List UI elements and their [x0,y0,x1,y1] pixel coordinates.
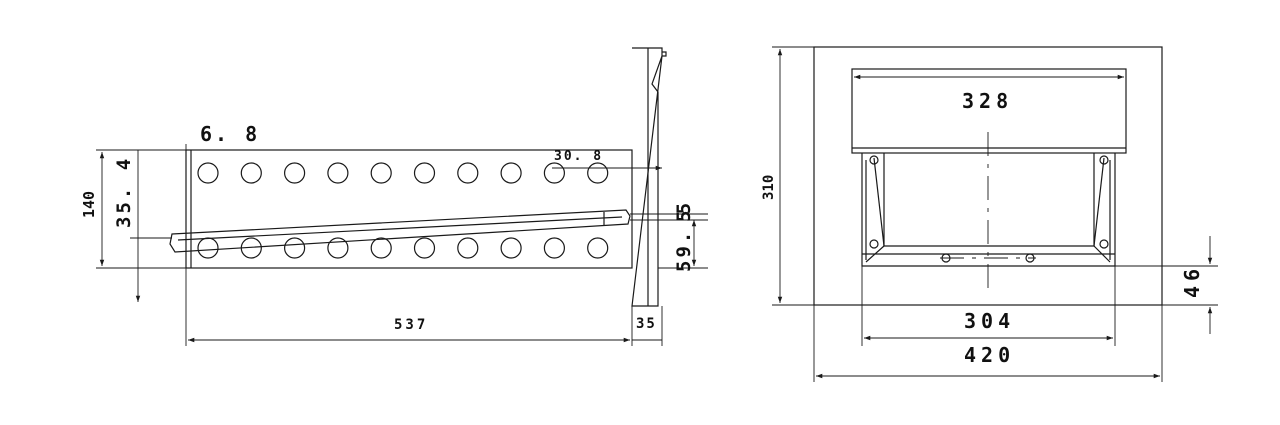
dim-6-8-label: 6. 8 [200,122,260,146]
hole [197,237,219,259]
front-frame-outer [861,153,1116,267]
front-top-panel [851,68,1127,154]
bolt [1099,155,1109,165]
bolt [1099,239,1109,249]
hole [500,237,522,259]
bolt [869,239,879,249]
hole [587,237,609,259]
hole [413,237,436,259]
dim-5-label: 5 [673,211,695,222]
dim-35-label: 35 [636,316,657,332]
front-brace-bottom-left [865,245,885,263]
side-plate-outline [185,149,633,269]
hole [370,162,392,184]
side-view-labels: 6. 8 30. 8 140 35. 4 5 59. 5 537 35 [80,122,695,333]
front-view [772,46,1218,382]
front-view-labels: 328 310 304 420 46 [761,89,1204,367]
dim-304-label: 304 [964,309,1015,333]
hole [240,237,262,259]
hole [413,162,436,184]
front-outer-box [813,46,1163,306]
hole [284,162,306,184]
diagonal-brace-inner [177,216,623,241]
hole [284,237,306,259]
front-brace-bottom-right [1093,245,1111,263]
dim-46-label: 46 [1180,264,1204,298]
dim-537-label: 537 [394,317,428,333]
bolt [869,155,879,165]
diagonal-brace [169,209,631,253]
mounting-upright [631,47,667,307]
hole [327,237,349,259]
bottom-hole-row [197,237,609,259]
hole [240,162,262,184]
dim-35-4-label: 35. 4 [113,156,135,228]
dim-140-label: 140 [80,191,98,218]
hole [543,162,566,184]
hole [370,237,392,259]
hole [327,162,349,184]
hole [500,162,522,184]
front-frame-inner [883,153,1095,247]
dim-420-label: 420 [964,343,1015,367]
hole [457,162,479,184]
side-view [96,47,708,346]
front-brace-right-b [1093,157,1105,247]
dim-30-8-label: 30. 8 [554,149,603,164]
hole [543,237,566,259]
dim-59-5-label: 59. 5 [673,200,695,272]
hole [587,162,609,184]
dim-310-label: 310 [761,175,777,200]
hole [197,162,219,184]
hole [457,237,479,259]
top-hole-row [197,162,609,184]
dim-328-label: 328 [962,89,1013,113]
front-brace-left-b [873,157,885,247]
